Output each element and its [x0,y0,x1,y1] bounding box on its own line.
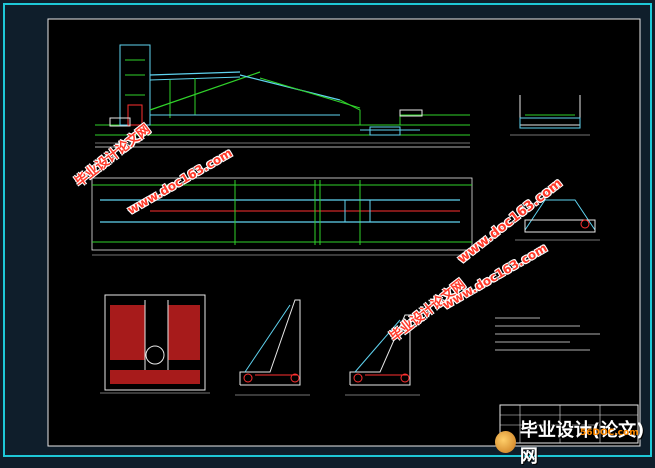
section-d-concrete [100,294,210,394]
section-b-small [510,95,590,136]
plan-view [91,177,473,256]
logo-text: 毕业设计(论文)网 [519,420,645,467]
logo-site: 56DOC.com [580,428,639,438]
outer-border [3,3,652,457]
section-a-elevation [95,44,470,148]
section-e-wall-1 [235,299,310,396]
section-c-small [515,199,600,241]
notes-block [495,317,600,351]
section-e-wall-2 [345,314,420,396]
title-block [499,404,639,444]
globe-icon [495,431,516,453]
